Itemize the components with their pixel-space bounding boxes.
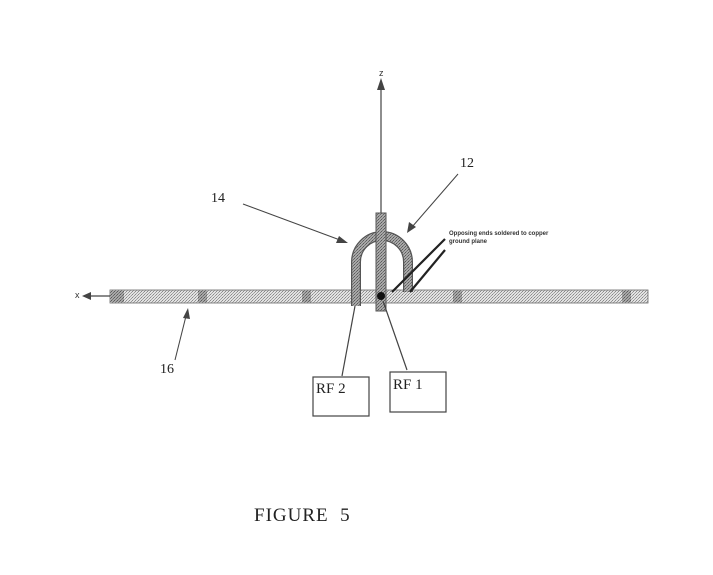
feed-point <box>377 292 385 300</box>
ground-plane-segment-mark <box>622 290 631 303</box>
x-axis-label: x <box>75 290 80 300</box>
rf1-box <box>389 371 447 413</box>
rf2-lead <box>341 305 356 377</box>
z-axis-label: z <box>379 68 384 78</box>
solder-leader-line <box>409 249 446 293</box>
rf1-label: RF 1 <box>393 377 423 393</box>
rf1-lead <box>382 300 408 371</box>
reference-14: 14 <box>211 191 348 243</box>
ref-16-label: 16 <box>160 362 174 377</box>
ground-plane-segment-mark <box>198 290 207 303</box>
solder-note-line1: Opposing ends soldered to copper <box>449 231 549 237</box>
ref-12-label: 12 <box>460 156 474 171</box>
solder-leader-line <box>391 238 446 293</box>
ground-plane-segment-mark <box>110 290 124 303</box>
reference-12: 12 <box>407 156 474 233</box>
solder-annotation: Opposing ends soldered to copper ground … <box>391 231 549 293</box>
x-axis: x <box>75 290 110 300</box>
ref-14-label: 14 <box>211 191 225 206</box>
rf2-box <box>312 376 370 417</box>
rf2-label: RF 2 <box>316 381 346 397</box>
figure-caption: FIGURE 5 <box>254 505 351 526</box>
monopole-element <box>375 212 387 312</box>
rf1-source: RF 1 <box>382 300 447 413</box>
ground-plane-segment-mark <box>453 290 462 303</box>
solder-note-line2: ground plane <box>449 239 488 245</box>
rf2-source: RF 2 <box>312 305 370 417</box>
reference-16: 16 <box>160 308 190 377</box>
ground-plane-segment-mark <box>302 290 311 303</box>
